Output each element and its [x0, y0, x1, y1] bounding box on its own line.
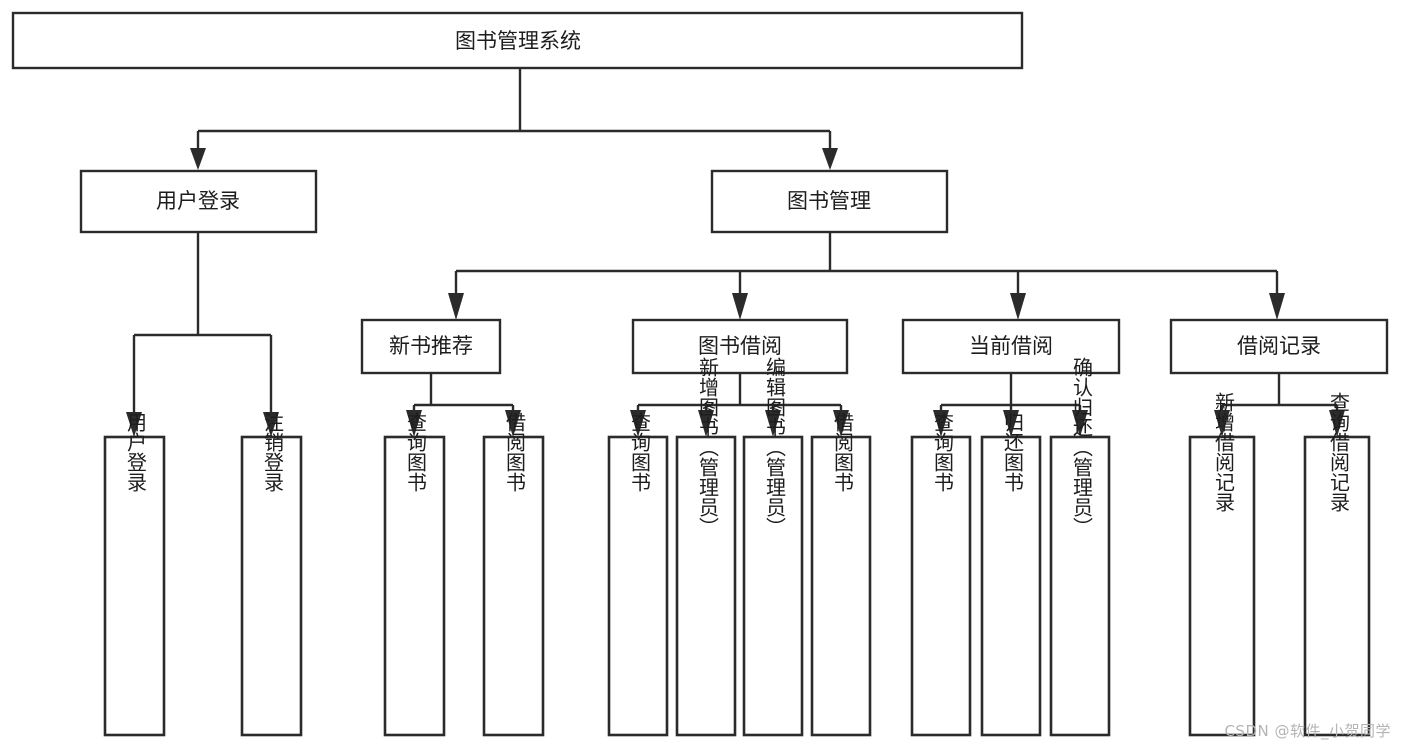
node-book-borrow-label: 图书借阅: [698, 334, 782, 358]
arrow-head-current-leaf-1: [933, 410, 949, 437]
leaf-record-query-record[interactable]: 查询借阅记录: [1303, 392, 1371, 737]
arrow-head-borrow-leaf-1: [630, 410, 646, 437]
arrow-head-current-leaf-2: [1003, 410, 1019, 437]
node-new-book-recommend-label: 新书推荐: [389, 334, 473, 358]
node-book-manage-label: 图书管理: [787, 189, 871, 213]
connector-layer: [126, 68, 1345, 437]
leaf-recommend-borrow-book[interactable]: 借阅图书: [482, 412, 545, 737]
node-current-borrow[interactable]: 当前借阅: [901, 318, 1121, 375]
arrow-head-current-leaf-3: [1072, 410, 1088, 437]
arrow-head-borrow-leaf-3: [765, 410, 781, 437]
node-book-manage[interactable]: 图书管理: [710, 169, 949, 234]
arrow-head-recommend-leaf-1: [406, 410, 422, 437]
arrow-head-book-borrow: [732, 293, 748, 320]
node-borrow-record[interactable]: 借阅记录: [1169, 318, 1389, 375]
node-new-book-recommend[interactable]: 新书推荐: [360, 318, 502, 375]
arrow-head-borrow-leaf-2: [698, 410, 714, 437]
leaf-logout-label: 注销登录: [261, 412, 285, 492]
arrow-head-borrow-leaf-4: [833, 410, 849, 437]
leaf-recommend-query-book[interactable]: 查询图书: [383, 412, 446, 737]
leaf-borrow-add-book-admin[interactable]: 新增图书（管理员）: [675, 357, 737, 737]
leaf-borrow-borrow-book-label: 借阅图书: [831, 412, 855, 492]
arrow-head-leaf-user-login: [126, 412, 142, 437]
node-root-label: 图书管理系统: [455, 29, 581, 53]
leaf-current-query-book[interactable]: 查询图书: [910, 412, 972, 737]
node-user-login[interactable]: 用户登录: [79, 169, 318, 234]
node-borrow-record-label: 借阅记录: [1237, 334, 1321, 358]
leaf-record-add-record-label: 新增借阅记录: [1212, 392, 1236, 512]
node-root-book-system[interactable]: 图书管理系统: [11, 11, 1024, 70]
arrow-head-new-book-recommend: [448, 293, 464, 320]
leaf-borrow-edit-book-admin-label: 编辑图书（管理员）: [763, 357, 787, 537]
node-user-login-label: 用户登录: [156, 189, 240, 213]
csdn-watermark: CSDN @软件_小贺同学: [1224, 722, 1391, 740]
leaf-record-query-record-label: 查询借阅记录: [1327, 392, 1351, 512]
arrow-head-current-borrow: [1010, 293, 1026, 320]
leaf-user-login-label: 用户登录: [124, 412, 148, 492]
leaf-borrow-add-book-admin-label: 新增图书（管理员）: [696, 357, 720, 537]
leaf-recommend-query-book-label: 查询图书: [404, 412, 428, 492]
arrow-head-record-leaf-1: [1214, 410, 1230, 437]
node-book-borrow[interactable]: 图书借阅: [631, 318, 849, 375]
leaf-borrow-query-book[interactable]: 查询图书: [607, 412, 669, 737]
arrow-head-book-manage: [822, 148, 838, 170]
leaf-current-confirm-return-admin[interactable]: 确认归还（管理员）: [1049, 357, 1111, 737]
leaf-current-return-book[interactable]: 归还图书: [980, 412, 1042, 737]
leaf-logout[interactable]: 注销登录: [240, 412, 303, 737]
leaf-recommend-borrow-book-label: 借阅图书: [503, 412, 527, 492]
arrow-head-borrow-record: [1269, 293, 1285, 320]
leaf-user-login[interactable]: 用户登录: [103, 412, 166, 737]
arrow-head-record-leaf-2: [1329, 410, 1345, 437]
arrow-head-recommend-leaf-2: [505, 410, 521, 437]
leaf-record-add-record[interactable]: 新增借阅记录: [1188, 392, 1256, 737]
node-current-borrow-label: 当前借阅: [969, 334, 1053, 358]
leaf-borrow-edit-book-admin[interactable]: 编辑图书（管理员）: [742, 357, 804, 737]
leaf-current-confirm-return-admin-label: 确认归还（管理员）: [1070, 357, 1094, 537]
leaf-current-return-book-label: 归还图书: [1001, 412, 1025, 492]
leaf-current-query-book-label: 查询图书: [931, 412, 955, 492]
arrow-head-leaf-logout: [263, 412, 279, 437]
arrow-head-user-login: [190, 148, 206, 170]
leaf-borrow-borrow-book[interactable]: 借阅图书: [810, 412, 872, 737]
leaf-borrow-query-book-label: 查询图书: [628, 412, 652, 492]
